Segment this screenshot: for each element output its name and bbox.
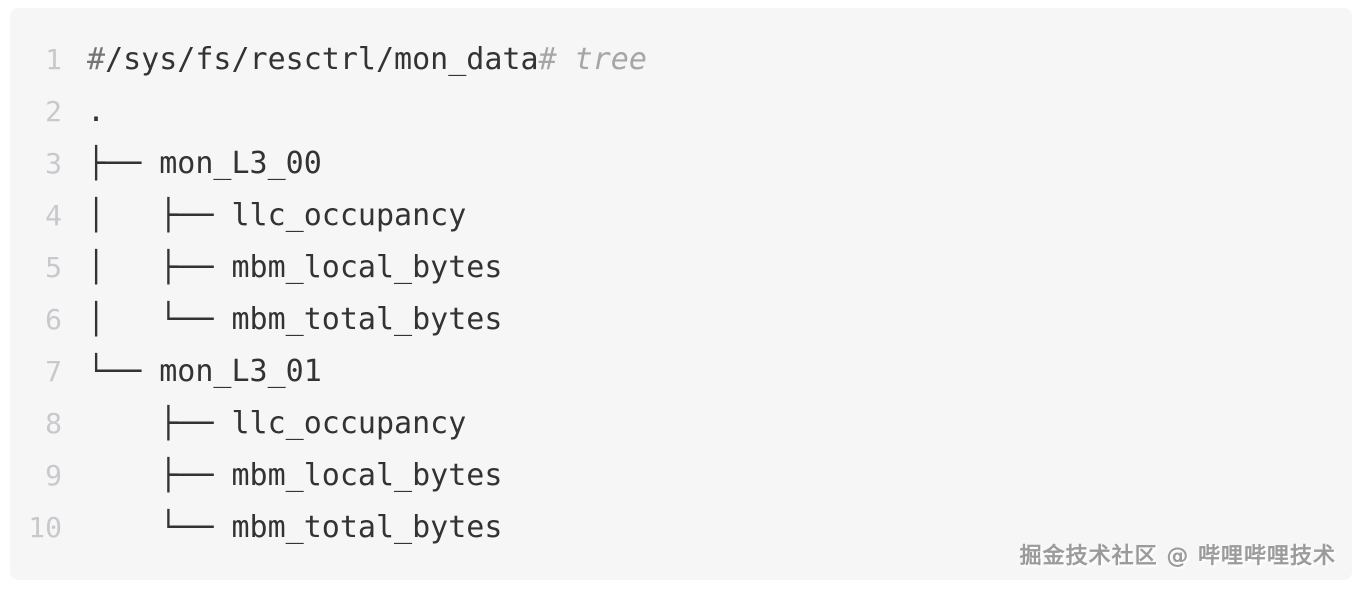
line-text: │ ├── llc_occupancy: [62, 190, 466, 242]
line-number: 1: [45, 43, 62, 76]
code-line: 9 ├── mbm_local_bytes: [10, 450, 1352, 502]
line-number: 9: [45, 459, 62, 492]
line-text: #/sys/fs/resctrl/mon_data# tree: [62, 34, 647, 86]
code-line: 6 │ └── mbm_total_bytes: [10, 294, 1352, 346]
code-segment-code: │ └── mbm_total_bytes: [87, 302, 503, 337]
code-segment-code: .: [87, 94, 106, 129]
line-number: 2: [45, 95, 62, 128]
watermark: 掘金技术社区 @ 哔哩哔哩技术: [1019, 544, 1336, 569]
code-line: 3 ├── mon_L3_00: [10, 138, 1352, 190]
code-line: 2.: [10, 86, 1352, 138]
line-number: 4: [45, 199, 62, 232]
line-number: 6: [45, 303, 62, 336]
code-segment-code: │ ├── mbm_local_bytes: [87, 250, 503, 285]
code-line: 8 ├── llc_occupancy: [10, 398, 1352, 450]
line-text: .: [62, 86, 105, 138]
code-line: 7 └── mon_L3_01: [10, 346, 1352, 398]
code-line: 4 │ ├── llc_occupancy: [10, 190, 1352, 242]
code-segment-comment-italic: tree: [574, 42, 647, 77]
line-number: 7: [45, 355, 62, 388]
code-line: 1#/sys/fs/resctrl/mon_data# tree: [10, 34, 1352, 86]
line-text: ├── mbm_local_bytes: [62, 450, 502, 502]
code-segment-code: └── mon_L3_01: [87, 354, 322, 389]
code-segment-comment: #: [538, 42, 575, 77]
line-text: ├── llc_occupancy: [62, 398, 466, 450]
code-segment-code: ├── llc_occupancy: [87, 406, 467, 441]
line-text: │ └── mbm_total_bytes: [62, 294, 502, 346]
code-segment-code: ├── mon_L3_00: [87, 146, 322, 181]
line-number: 3: [45, 147, 62, 180]
line-number: 5: [45, 251, 62, 284]
line-text: └── mbm_total_bytes: [62, 502, 502, 554]
line-text: │ ├── mbm_local_bytes: [62, 242, 502, 294]
code-segment-code: │ ├── llc_occupancy: [87, 198, 467, 233]
line-number: 8: [45, 407, 62, 440]
line-text: ├── mon_L3_00: [62, 138, 322, 190]
code-line: 5 │ ├── mbm_local_bytes: [10, 242, 1352, 294]
code-segment-code: └── mbm_total_bytes: [87, 510, 503, 545]
line-text: └── mon_L3_01: [62, 346, 322, 398]
code-segment-code: ├── mbm_local_bytes: [87, 458, 503, 493]
code-segment-prompt: #: [87, 42, 106, 77]
code-segment-code: /sys/fs/resctrl/mon_data: [105, 42, 539, 77]
code-line: 10 └── mbm_total_bytes: [10, 502, 1352, 554]
line-number: 10: [28, 511, 62, 544]
